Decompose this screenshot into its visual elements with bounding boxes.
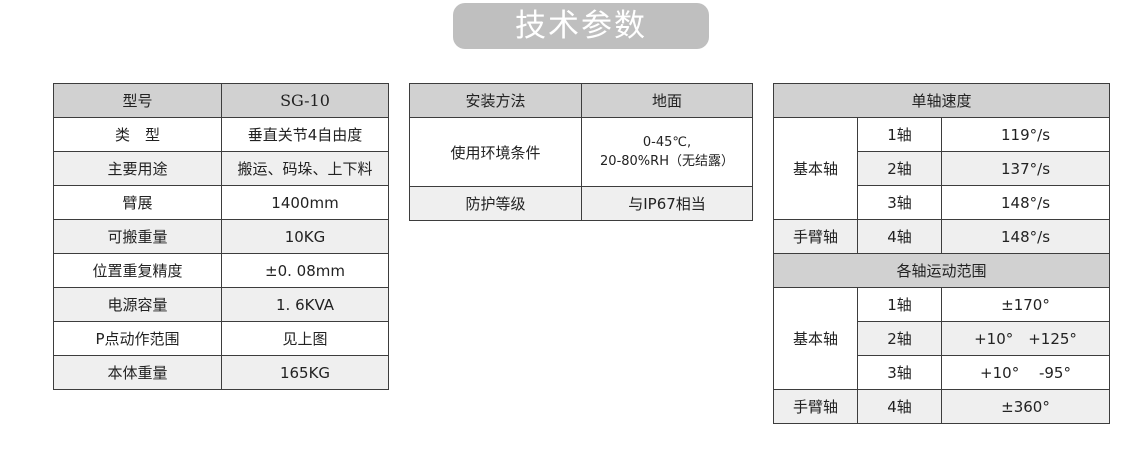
p-range-label: P点动作范围 (53, 321, 222, 356)
table-row: 3轴 +10° -95° (774, 355, 1111, 390)
range-axis-label: 3轴 (857, 355, 942, 390)
table-row: 3轴 148°/s (774, 185, 1111, 220)
table-row: P点动作范围 见上图 (53, 321, 389, 356)
power-value: 1. 6KVA (221, 287, 389, 322)
payload-label: 可搬重量 (53, 219, 222, 254)
speed-basic-axis: 基本轴 (773, 117, 858, 220)
install-table: 安装方法 地面 使用环境条件 0-45℃, 20-80%RH（无结露） 防护等级… (409, 83, 753, 221)
table-row: 2轴 +10° +125° (774, 321, 1111, 356)
model-label: 型号 (53, 83, 222, 118)
table-row: 基本轴 1轴 119°/s (773, 117, 1111, 220)
range-axis-label: 2轴 (857, 321, 942, 356)
table-row: 各轴运动范围 (772, 253, 1111, 288)
table-row: 臂展 1400mm (53, 185, 389, 220)
env-value: 0-45℃, 20-80%RH（无结露） (581, 117, 753, 187)
reach-label: 臂展 (53, 185, 222, 220)
table-row: 类 型 垂直关节4自由度 (53, 117, 389, 152)
table-row: 电源容量 1. 6KVA (53, 287, 389, 322)
table-row: 位置重复精度 ±0. 08mm (53, 253, 389, 288)
p-range-value: 见上图 (221, 321, 389, 356)
speed-axis-label: 3轴 (857, 185, 942, 220)
range-axis-value: ±170° (940, 287, 1111, 322)
install-value: 地面 (581, 83, 753, 118)
speed-axis-label: 1轴 (857, 117, 942, 152)
model-value: SG-10 (221, 83, 389, 118)
protection-label: 防护等级 (409, 186, 582, 221)
table-row: 手臂轴 4轴 148°/s (773, 219, 1111, 254)
range-title: 各轴运动范围 (772, 253, 1111, 288)
range-axis-label: 1轴 (857, 287, 942, 322)
protection-value: 与IP67相当 (581, 186, 753, 221)
payload-value: 10KG (221, 219, 389, 254)
usage-value: 搬运、码垛、上下料 (221, 151, 389, 186)
range-axis-value: +10° +125° (940, 321, 1111, 356)
speed-axis-label: 4轴 (857, 219, 942, 254)
power-label: 电源容量 (53, 287, 222, 322)
range-axis-label: 4轴 (857, 389, 942, 424)
table-row: 基本轴 1轴 ±170° (773, 287, 1111, 390)
speed-axis-value: 119°/s (940, 117, 1111, 152)
table-row: 单轴速度 (772, 83, 1111, 118)
speed-axis-value: 137°/s (940, 151, 1111, 186)
speed-axis-label: 2轴 (857, 151, 942, 186)
speed-arm-axis: 手臂轴 (773, 219, 858, 254)
table-row: 2轴 137°/s (774, 151, 1111, 186)
speed-title: 单轴速度 (772, 83, 1111, 118)
repeatability-label: 位置重复精度 (53, 253, 222, 288)
table-row: 防护等级 与IP67相当 (409, 186, 753, 221)
repeatability-value: ±0. 08mm (221, 253, 389, 288)
speed-axis-value: 148°/s (940, 185, 1111, 220)
table-row: 型号 SG-10 (53, 83, 389, 118)
table-row: 安装方法 地面 (409, 83, 753, 118)
table-row: 手臂轴 4轴 ±360° (773, 389, 1111, 424)
range-basic-axis: 基本轴 (773, 287, 858, 390)
weight-label: 本体重量 (53, 355, 222, 390)
type-value: 垂直关节4自由度 (221, 117, 389, 152)
section-title: 技术参数 (453, 3, 709, 49)
range-arm-axis: 手臂轴 (773, 389, 858, 424)
speed-axis-value: 148°/s (940, 219, 1111, 254)
table-row: 使用环境条件 0-45℃, 20-80%RH（无结露） (409, 117, 753, 187)
type-label: 类 型 (53, 117, 222, 152)
table-row: 本体重量 165KG (53, 355, 389, 390)
axis-table: 单轴速度 基本轴 1轴 119°/s 2轴 137°/s 3轴 148°/s 手… (772, 83, 1111, 424)
table-row: 可搬重量 10KG (53, 219, 389, 254)
env-value-line2: 20-80%RH（无结露） (600, 154, 734, 169)
weight-value: 165KG (221, 355, 389, 390)
range-axis-value: ±360° (940, 389, 1111, 424)
range-axis-value: +10° -95° (940, 355, 1111, 390)
table-row: 主要用途 搬运、码垛、上下料 (53, 151, 389, 186)
env-label: 使用环境条件 (409, 117, 582, 187)
env-value-line1: 0-45℃, (642, 135, 692, 150)
reach-value: 1400mm (221, 185, 389, 220)
usage-label: 主要用途 (53, 151, 222, 186)
install-label: 安装方法 (409, 83, 582, 118)
spec-table: 型号 SG-10 类 型 垂直关节4自由度 主要用途 搬运、码垛、上下料 臂展 … (53, 83, 389, 390)
